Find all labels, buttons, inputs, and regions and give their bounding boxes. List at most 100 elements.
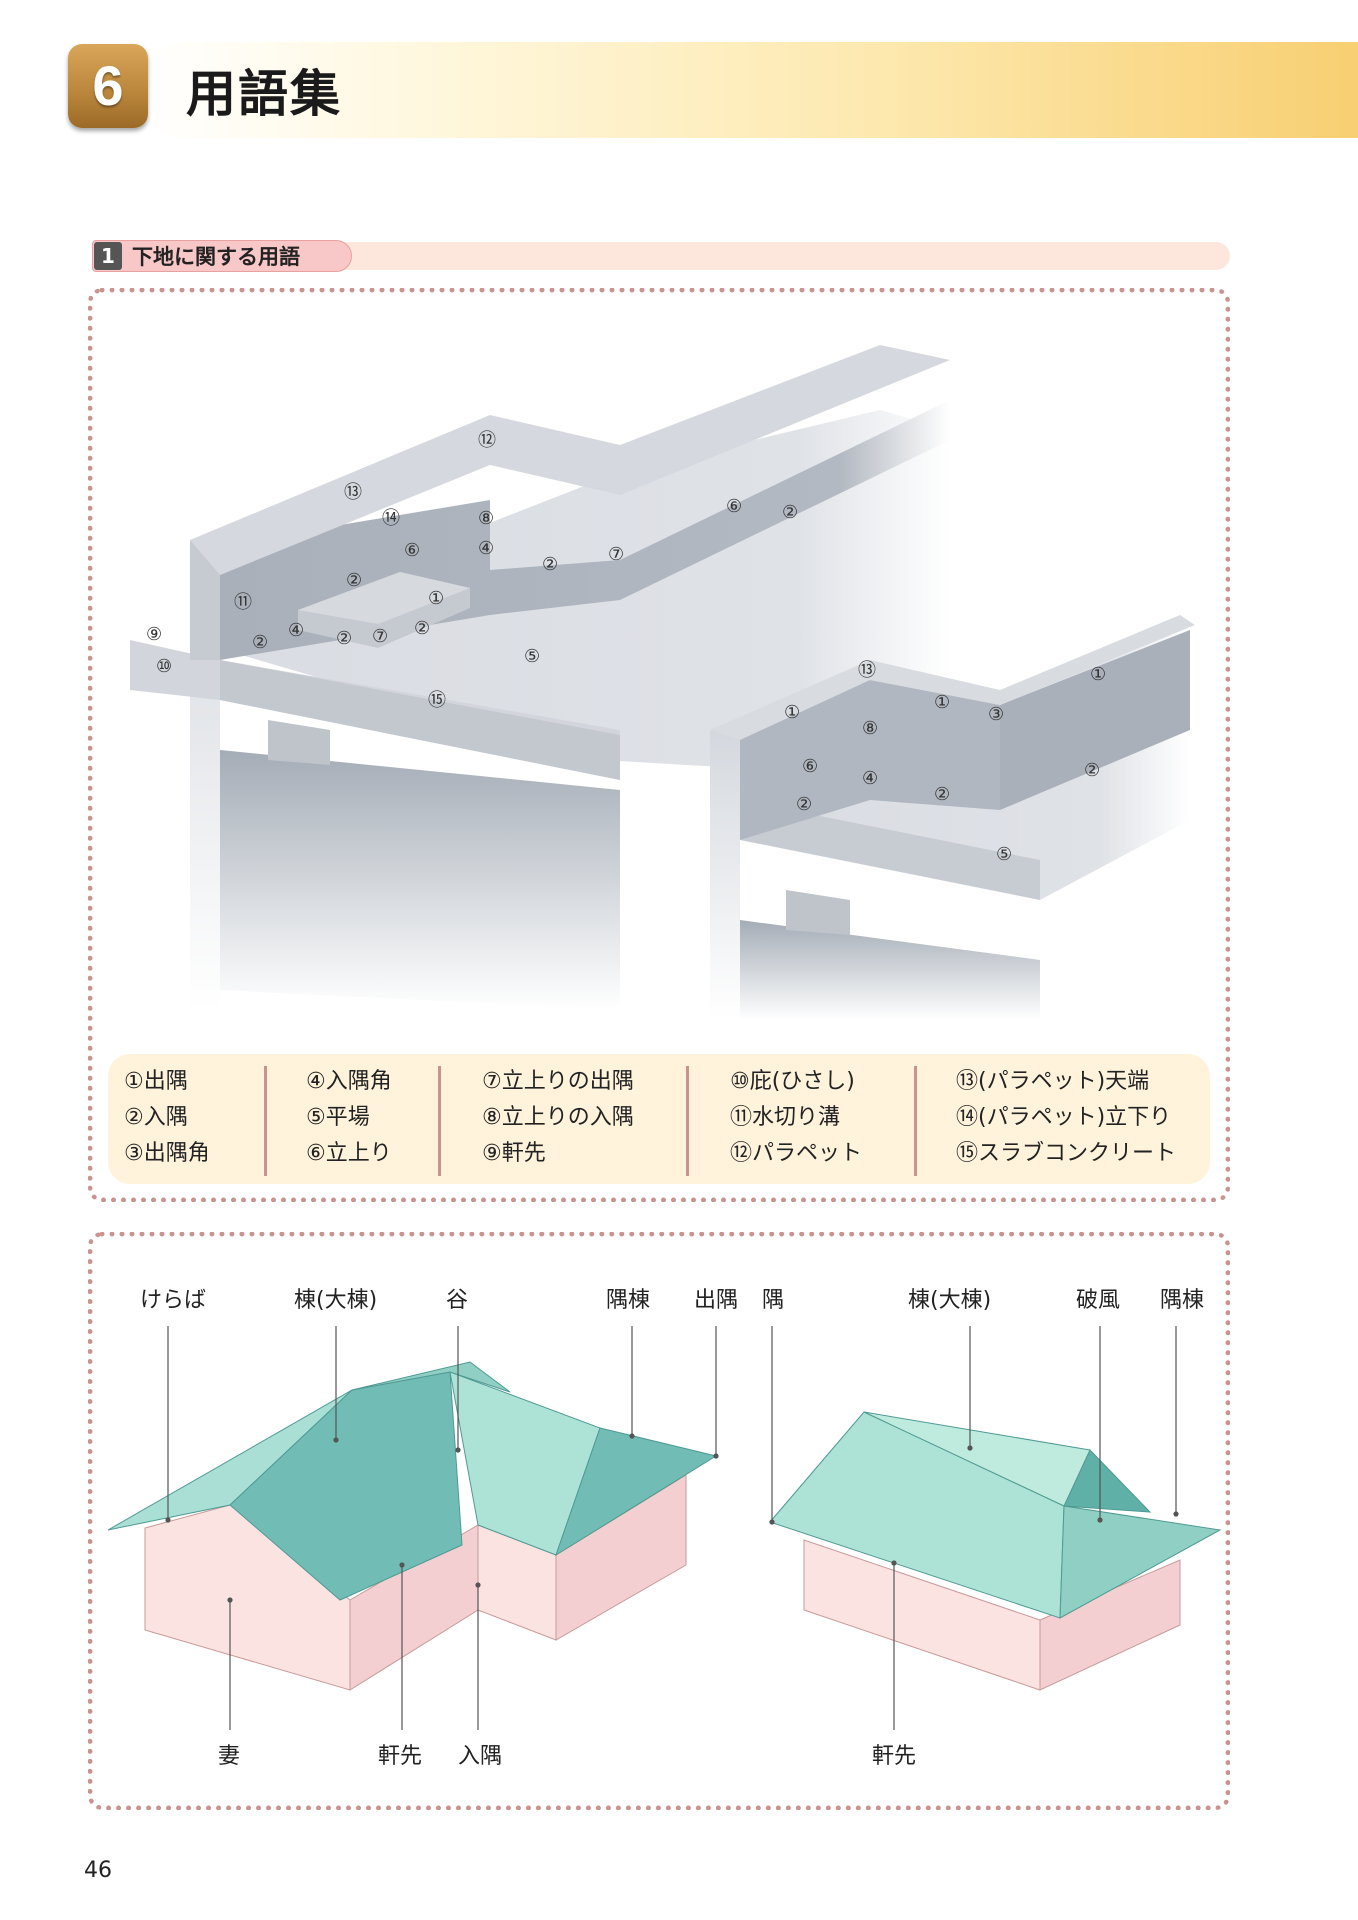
legend-item: ⑪水切り溝 bbox=[730, 1105, 841, 1130]
num-1-left: ① bbox=[428, 588, 444, 609]
roof-top-right-house bbox=[863, 1411, 1091, 1507]
roof-label-mune-right: 棟(大棟) bbox=[908, 1288, 992, 1313]
num-8-left: ⑧ bbox=[478, 508, 494, 529]
num-6-left: ⑥ bbox=[404, 540, 420, 561]
legend-separator bbox=[438, 1066, 441, 1176]
legend-item: ⑦立上りの出隅 bbox=[482, 1069, 634, 1094]
wall-side-right-house bbox=[1039, 1559, 1181, 1691]
legend-item: ③出隅角 bbox=[124, 1141, 210, 1166]
roof-label-sumi: 隅 bbox=[762, 1288, 785, 1313]
legend-item: ⑨軒先 bbox=[482, 1141, 546, 1166]
roof-label-irizumi: 入隅 bbox=[458, 1744, 503, 1769]
parapet-top-right bbox=[710, 615, 1195, 740]
lower-wall-right bbox=[740, 920, 1040, 1020]
legend-column-1: ①出隅 ②入隅 ③出隅角 bbox=[124, 1064, 210, 1172]
roof-ridge-cap bbox=[351, 1361, 511, 1393]
num-13-right: ⑬ bbox=[858, 660, 876, 681]
legend-item: ⑩庇(ひさし) bbox=[730, 1069, 855, 1094]
legend-item: ⑮スラブコンクリート bbox=[956, 1141, 1177, 1166]
step-block-top bbox=[298, 572, 470, 624]
legend-separator bbox=[914, 1066, 917, 1176]
roof-label-kerabha: けらば bbox=[140, 1288, 207, 1313]
num-5-right: ⑤ bbox=[996, 844, 1012, 865]
num-6-back: ⑥ bbox=[726, 496, 742, 517]
num-4-left: ④ bbox=[478, 538, 494, 559]
num-1-r1: ① bbox=[1090, 664, 1106, 685]
parapet-outer-right bbox=[1000, 630, 1190, 810]
roof-label-tani: 谷 bbox=[446, 1288, 469, 1313]
beam-left bbox=[268, 720, 330, 765]
legend-column-3: ⑦立上りの出隅 ⑧立上りの入隅 ⑨軒先 bbox=[482, 1064, 634, 1172]
roof-label-mune-left: 棟(大棟) bbox=[294, 1288, 378, 1313]
legend-item: ⑬(パラペット)天端 bbox=[956, 1069, 1150, 1094]
legend-separator bbox=[686, 1066, 689, 1176]
roof-side-right-house bbox=[1059, 1505, 1222, 1619]
section-pill bbox=[92, 240, 352, 272]
num-2-c: ② bbox=[252, 632, 268, 653]
page-number: 46 bbox=[84, 1858, 112, 1883]
roof-label-hafu: 破風 bbox=[1076, 1288, 1121, 1313]
num-4-b: ④ bbox=[288, 620, 304, 641]
roof-label-nokisaki-left: 軒先 bbox=[378, 1744, 423, 1769]
num-10: ⑩ bbox=[156, 656, 172, 677]
legend-item: ⑧立上りの入隅 bbox=[482, 1105, 634, 1130]
legend-item: ②入隅 bbox=[124, 1105, 188, 1130]
num-2-b: ② bbox=[346, 570, 362, 591]
legend-item: ①出隅 bbox=[124, 1069, 188, 1094]
num-2-r3: ② bbox=[1084, 760, 1100, 781]
legend-item: ⑭(パラペット)立下り bbox=[956, 1105, 1172, 1130]
legend-column-5: ⑬(パラペット)天端 ⑭(パラペット)立下り ⑮スラブコンクリート bbox=[956, 1064, 1176, 1172]
num-7-left: ⑦ bbox=[608, 544, 624, 565]
chapter-number-badge: 6 bbox=[68, 44, 148, 128]
slab-face-left bbox=[220, 660, 620, 780]
beam-right bbox=[786, 890, 850, 935]
num-1-r2: ① bbox=[784, 702, 800, 723]
num-7-b: ⑦ bbox=[372, 626, 388, 647]
num-2-e: ② bbox=[414, 618, 430, 639]
num-14: ⑭ bbox=[382, 508, 400, 529]
column-right bbox=[710, 730, 740, 1020]
section-number: 1 bbox=[94, 242, 122, 270]
num-15: ⑮ bbox=[428, 690, 446, 711]
roof-hip-right bbox=[555, 1427, 718, 1557]
legend-item: ⑫パラペット bbox=[730, 1141, 863, 1166]
parapet-face-left bbox=[190, 540, 220, 660]
page-title: 用語集 bbox=[186, 65, 342, 123]
num-2-a: ② bbox=[542, 554, 558, 575]
legend-column-4: ⑩庇(ひさし) ⑪水切り溝 ⑫パラペット bbox=[730, 1064, 862, 1172]
roof-label-tsuma: 妻 bbox=[218, 1744, 241, 1769]
header-band bbox=[140, 42, 1358, 138]
num-1-r3: ① bbox=[934, 692, 950, 713]
num-5-left: ⑤ bbox=[524, 646, 540, 667]
roof-label-sumimune-right: 隅棟 bbox=[1160, 1288, 1205, 1313]
num-2-r1: ② bbox=[796, 794, 812, 815]
num-13: ⑬ bbox=[344, 482, 362, 503]
parapet-top-left bbox=[190, 345, 950, 575]
num-2-d: ② bbox=[336, 628, 352, 649]
diagram-frame-substrate bbox=[88, 288, 1230, 1202]
roof-label-sumimune-left: 隅棟 bbox=[606, 1288, 651, 1313]
num-2-r2: ② bbox=[934, 784, 950, 805]
lower-wall-left bbox=[220, 750, 620, 1010]
roof-label-nokisaki-right: 軒先 bbox=[872, 1744, 917, 1769]
num-11: ⑪ bbox=[234, 592, 252, 613]
roof-label-dezumi: 出隅 bbox=[694, 1288, 739, 1313]
num-6-right: ⑥ bbox=[802, 756, 818, 777]
slab-face-right bbox=[740, 800, 1040, 900]
legend-item: ④入隅角 bbox=[306, 1069, 392, 1094]
legend-item: ⑥立上り bbox=[306, 1141, 392, 1166]
legend-column-2: ④入隅角 ⑤平場 ⑥立上り bbox=[306, 1064, 392, 1172]
num-8-right: ⑧ bbox=[862, 718, 878, 739]
num-9: ⑨ bbox=[146, 624, 162, 645]
num-2-back: ② bbox=[782, 502, 798, 523]
section-title: 下地に関する用語 bbox=[132, 245, 300, 269]
legend-item: ⑤平場 bbox=[306, 1105, 370, 1130]
num-3: ③ bbox=[988, 704, 1004, 725]
diagram-frame-roof bbox=[88, 1232, 1230, 1810]
legend-box bbox=[108, 1054, 1210, 1184]
num-4-right: ④ bbox=[862, 768, 878, 789]
roof-main-left bbox=[229, 1371, 463, 1601]
num-12: ⑫ bbox=[478, 430, 496, 451]
